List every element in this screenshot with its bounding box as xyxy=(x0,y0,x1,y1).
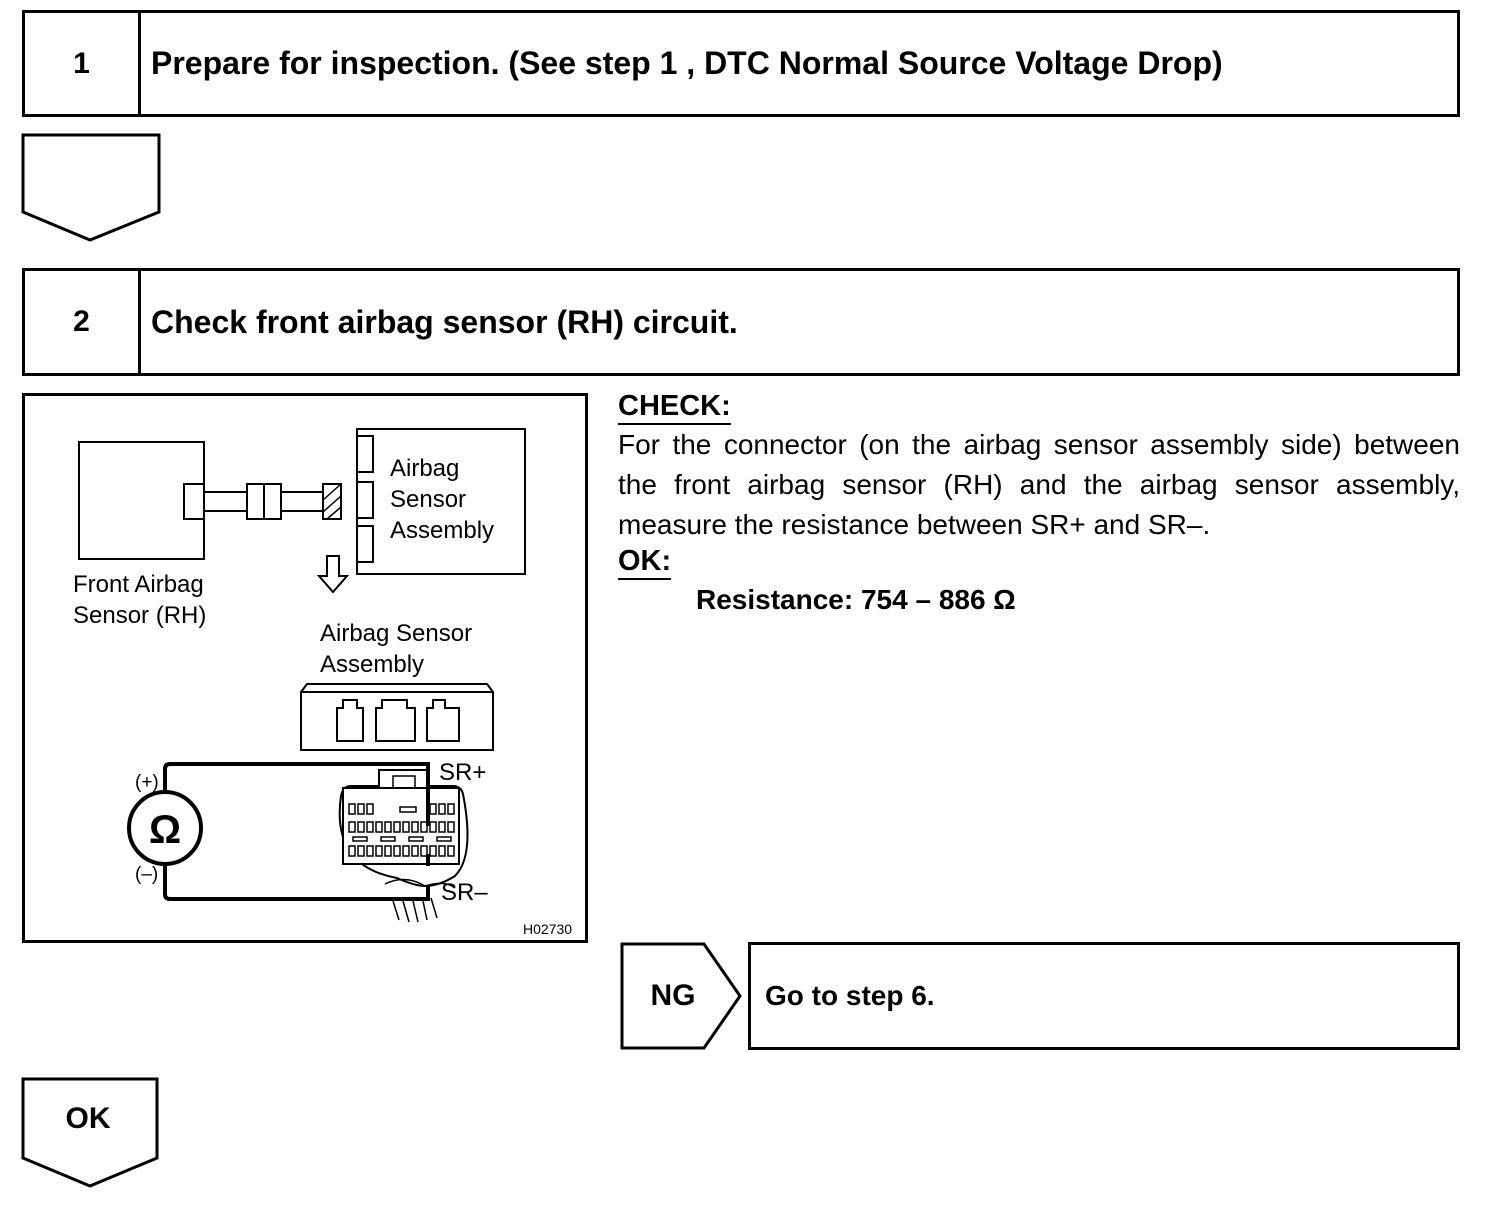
assembly-label-line1: Airbag xyxy=(390,455,459,482)
circuit-diagram: Airbag Sensor Assembly Front Airbag Sens… xyxy=(22,393,588,943)
resistance-spec: Resistance: 754 – 886 Ω xyxy=(696,584,1016,615)
step-1-number: 1 xyxy=(25,13,141,114)
check-heading: CHECK: xyxy=(618,390,731,425)
sr-plus-label: SR+ xyxy=(439,759,486,786)
ng-arrow-icon xyxy=(620,942,742,1050)
step-2-number: 2 xyxy=(25,271,141,373)
ok-arrow-icon xyxy=(21,1077,159,1188)
check-instructions: For the connector (on the airbag sensor … xyxy=(618,429,1460,540)
step-1-box: 1 Prepare for inspection. (See step 1 , … xyxy=(22,10,1460,117)
check-section: CHECK: For the connector (on the airbag … xyxy=(618,390,1460,620)
ng-action-box: Go to step 6. xyxy=(748,942,1460,1050)
sr-minus-label: SR– xyxy=(441,879,488,906)
ok-label: OK xyxy=(65,1102,111,1135)
assembly-label-line2: Sensor xyxy=(390,486,466,513)
ng-label: NG xyxy=(650,979,696,1012)
step-2-title: Check front airbag sensor (RH) circuit. xyxy=(151,303,738,340)
front-sensor-label-line2: Sensor (RH) xyxy=(73,602,206,629)
diagram-illustration: Airbag Sensor Assembly Front Airbag Sens… xyxy=(73,428,572,937)
assembly-label-line3: Assembly xyxy=(390,517,494,544)
ohmmeter-icon xyxy=(127,790,203,866)
minus-label: (–) xyxy=(135,864,158,885)
ng-action-text: Go to step 6. xyxy=(765,980,935,1011)
figure-code: H02730 xyxy=(523,921,572,937)
plus-label: (+) xyxy=(135,772,159,793)
connector-label-line2: Assembly xyxy=(320,651,424,678)
connector-pins xyxy=(348,803,455,857)
step-1-title: Prepare for inspection. (See step 1 , DT… xyxy=(151,45,1223,81)
down-arrow-icon xyxy=(21,133,161,242)
small-down-arrow-icon xyxy=(316,555,350,594)
ok-heading: OK: xyxy=(618,545,672,580)
front-sensor-label-line1: Front Airbag xyxy=(73,571,204,598)
step-2-box: 2 Check front airbag sensor (RH) circuit… xyxy=(22,268,1460,376)
ohm-symbol: Ω xyxy=(149,808,181,852)
connector-label-line1: Airbag Sensor xyxy=(320,620,472,647)
